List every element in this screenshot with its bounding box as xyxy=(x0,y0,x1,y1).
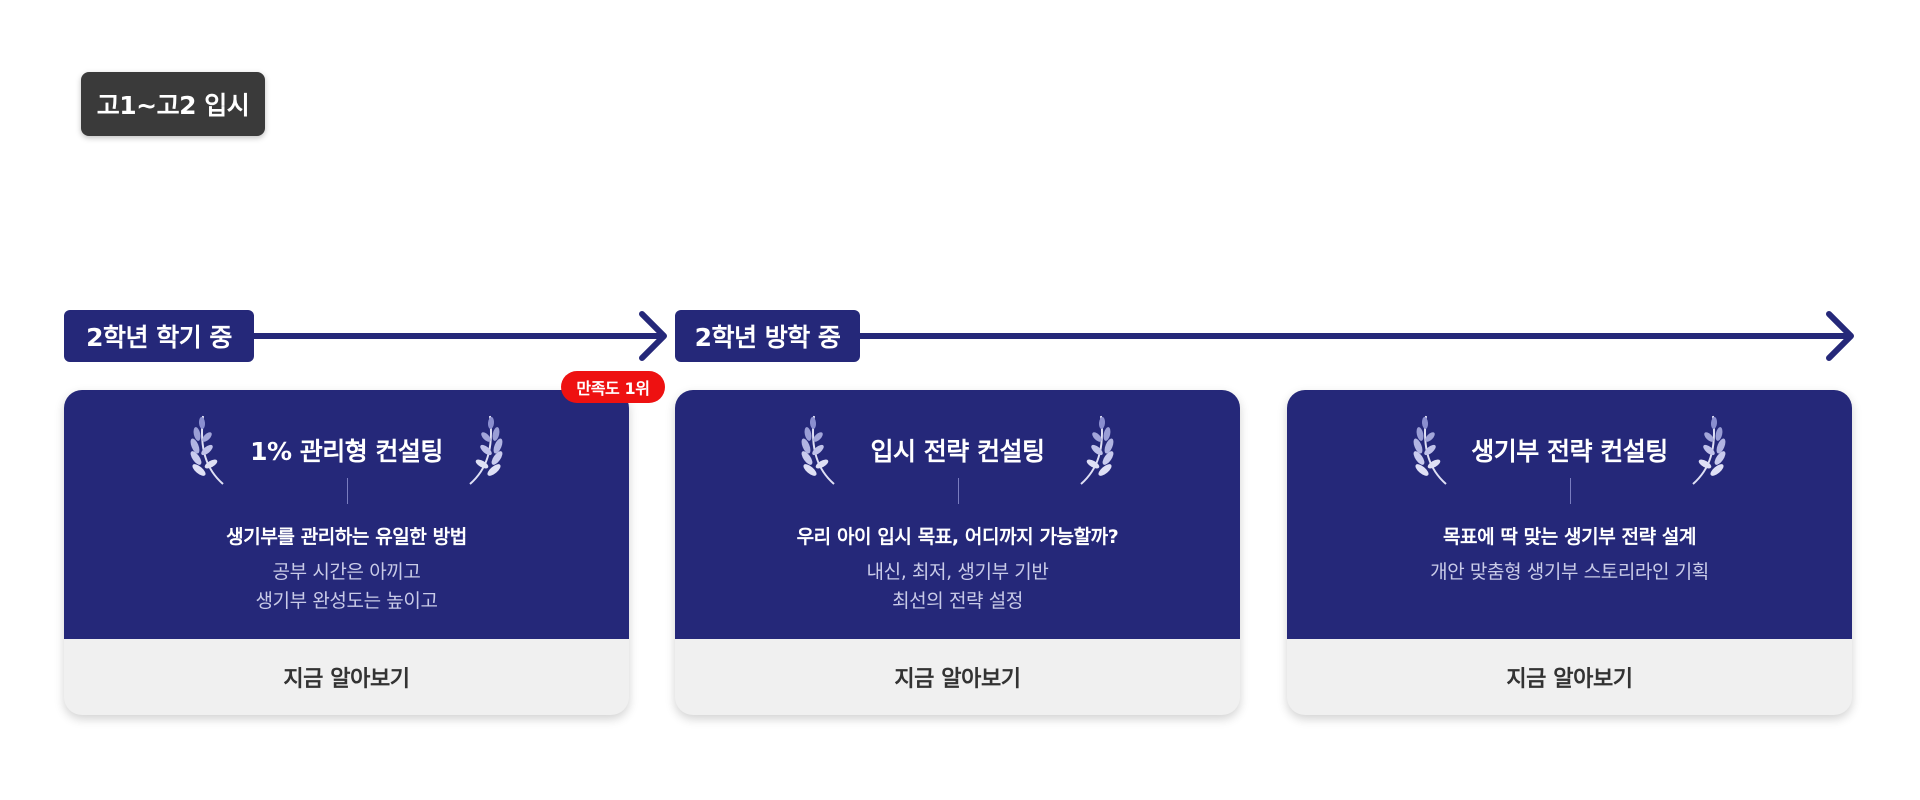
learn-more-button[interactable]: 지금 알아보기 xyxy=(894,667,1021,692)
satisfaction-badge: 만족도 1위 xyxy=(561,371,665,403)
card-divider xyxy=(957,478,959,504)
card-description: 공부 시간은 아끼고 생기부 완성도는 높이고 xyxy=(64,558,629,616)
card-header: 1% 관리형 컨설팅 생기부를 관리하는 유일한 방법 공부 시간은 아끼고 생… xyxy=(64,390,629,639)
card-header: 입시 전략 컨설팅 우리 아이 입시 목표, 어디까지 가능할까? 내신, 최저… xyxy=(675,390,1240,639)
laurel-left-icon xyxy=(801,415,835,485)
card-divider xyxy=(1569,478,1571,504)
card-description: 개안 맞춤형 생기부 스토리라인 기획 xyxy=(1287,558,1852,587)
consulting-card-management[interactable]: 1% 관리형 컨설팅 생기부를 관리하는 유일한 방법 공부 시간은 아끼고 생… xyxy=(64,390,629,715)
consulting-card-admission-strategy[interactable]: 입시 전략 컨설팅 우리 아이 입시 목표, 어디까지 가능할까? 내신, 최저… xyxy=(675,390,1240,715)
card-subtitle: 목표에 딱 맞는 생기부 전략 설계 xyxy=(1442,526,1697,548)
card-title: 1% 관리형 컨설팅 xyxy=(250,437,443,466)
section-tag: 고1~고2 입시 xyxy=(81,72,265,136)
card-subtitle: 생기부를 관리하는 유일한 방법 xyxy=(226,526,467,548)
card-desc-line: 내신, 최저, 생기부 기반 xyxy=(866,561,1049,583)
laurel-right-icon xyxy=(1692,415,1726,485)
laurel-right-icon xyxy=(1080,415,1114,485)
learn-more-button[interactable]: 지금 알아보기 xyxy=(283,667,410,692)
card-description: 내신, 최저, 생기부 기반 최선의 전략 설정 xyxy=(675,558,1240,616)
card-desc-line: 개안 맞춤형 생기부 스토리라인 기획 xyxy=(1430,561,1709,583)
laurel-right-icon xyxy=(469,415,503,485)
period-label-vacation: 2학년 방학 중 xyxy=(675,310,860,362)
laurel-left-icon xyxy=(1413,415,1447,485)
card-desc-line: 공부 시간은 아끼고 xyxy=(272,561,421,583)
card-subtitle: 우리 아이 입시 목표, 어디까지 가능할까? xyxy=(796,526,1119,548)
period-label-semester: 2학년 학기 중 xyxy=(64,310,254,362)
card-title: 입시 전략 컨설팅 xyxy=(870,437,1045,466)
card-desc-line: 최선의 전략 설정 xyxy=(892,590,1023,612)
card-title: 생기부 전략 컨설팅 xyxy=(1471,437,1668,466)
card-divider xyxy=(346,478,348,504)
card-desc-line: 생기부 완성도는 높이고 xyxy=(255,590,438,612)
timeline-arrowhead-2 xyxy=(1826,311,1854,361)
timeline-arrowhead-1 xyxy=(639,311,667,361)
learn-more-button[interactable]: 지금 알아보기 xyxy=(1506,667,1633,692)
consulting-card-record-strategy[interactable]: 생기부 전략 컨설팅 목표에 딱 맞는 생기부 전략 설계 개안 맞춤형 생기부… xyxy=(1287,390,1852,715)
laurel-left-icon xyxy=(190,415,224,485)
card-header: 생기부 전략 컨설팅 목표에 딱 맞는 생기부 전략 설계 개안 맞춤형 생기부… xyxy=(1287,390,1852,639)
